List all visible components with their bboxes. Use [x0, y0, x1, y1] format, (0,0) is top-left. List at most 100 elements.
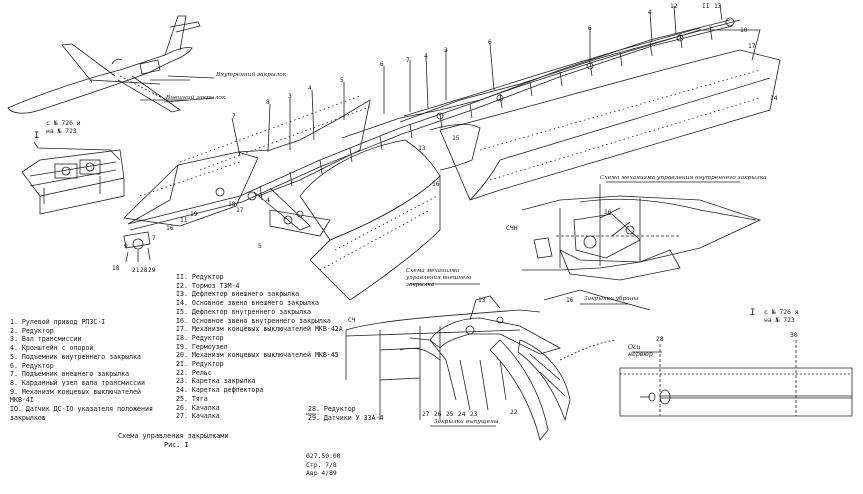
inner-flap-label: Внутренний закрылок [216, 72, 287, 78]
detail-ref-right: I [750, 308, 756, 318]
svg-text:16: 16 [604, 209, 612, 216]
svg-text:16: 16 [166, 225, 174, 232]
caption-inner-mechanism: Схема механизма управления внутреннего з… [600, 175, 767, 181]
legend-item: 20. Механизм концевых выключателей МКВ-4… [176, 351, 339, 360]
svg-text:21: 21 [132, 267, 140, 274]
outer-mechanism-section [521, 184, 762, 281]
svg-text:6: 6 [488, 39, 492, 46]
svg-text:6: 6 [588, 25, 592, 32]
svg-text:5: 5 [340, 77, 344, 84]
station-label: СЧН [506, 224, 518, 232]
outer-flap-label: Внешний закрылок [166, 95, 226, 101]
svg-text:14: 14 [770, 95, 778, 102]
caption-outer-mechanism: Схема механизма управления внешнего закр… [406, 268, 472, 288]
svg-text:13: 13 [418, 145, 426, 152]
figure-title: Схема управления закрылками Рис. I [118, 432, 229, 449]
svg-text:СЧ: СЧ [348, 317, 356, 324]
svg-text:II: II [702, 3, 710, 10]
svg-text:25: 25 [446, 411, 454, 418]
svg-text:3: 3 [444, 47, 448, 54]
aircraft-silhouette [7, 15, 201, 114]
svg-text:18: 18 [112, 265, 120, 272]
svg-text:13: 13 [714, 3, 722, 10]
legend-item: 24. Каретка дефлектора [176, 386, 264, 395]
legend-item: IO. Датчик ДС-IO указателя положения [10, 405, 153, 414]
rib-axis-detail [619, 340, 853, 417]
caption-flaps-down: Закрылки выпущены [434, 419, 499, 425]
svg-text:22: 22 [510, 409, 518, 416]
legend-item: I9. Гермоузел [176, 342, 228, 351]
svg-text:13: 13 [478, 297, 486, 304]
svg-text:19: 19 [190, 211, 198, 218]
serial-note-right-line1: с № 726 я [764, 308, 799, 316]
svg-text:6: 6 [380, 61, 384, 68]
legend-item: 26. Качалка [176, 403, 220, 412]
inset-detail-I [21, 141, 125, 215]
legend-item: I2. Тормоз ТЗМ-4 [176, 281, 240, 290]
svg-text:4: 4 [266, 197, 270, 204]
svg-text:18: 18 [228, 201, 236, 208]
svg-text:5: 5 [258, 243, 262, 250]
svg-text:26: 26 [434, 411, 442, 418]
doc-code: 027.50.00 [306, 452, 341, 460]
legend-left: 1. Рулевой привод РПЗС-I 2. Редуктор 3. … [10, 318, 153, 422]
legend-item: 1. Рулевой привод РПЗС-I [10, 318, 106, 326]
legend-right: 28. Редуктор 29. Датчики У ЗЗА-4 [308, 405, 383, 422]
rib-number-30: 30 [790, 331, 798, 339]
legend-item: II. Редуктор [176, 273, 224, 281]
legend-item: 27. Качалка [176, 412, 220, 421]
legend-item: I3. Дефлектор внешнего закрылка [176, 290, 300, 299]
svg-text:8: 8 [266, 99, 270, 106]
svg-text:4: 4 [424, 53, 428, 60]
legend-item: 5. Подъемник внутреннего закрылка [10, 352, 142, 361]
legend-item: 2I. Редуктор [176, 360, 224, 369]
legend-middle: II. Редуктор I2. Тормоз ТЗМ-4 I3. Дефлек… [176, 273, 343, 421]
svg-text:7: 7 [406, 57, 410, 64]
figure-title-line2: Рис. I [164, 440, 189, 449]
legend-item: 29. Датчики У ЗЗА-4 [308, 413, 384, 422]
legend-item: I4. Основное звено внешнего закрылка [176, 299, 319, 308]
legend-item: 8. Карданный узел вала трансмиссии [10, 378, 145, 387]
svg-text:28: 28 [140, 267, 148, 274]
figure-title-line1: Схема управления закрылками [118, 432, 229, 440]
serial-note-left-line1: с № 726 и [46, 119, 81, 127]
svg-text:17: 17 [236, 207, 244, 214]
flap-assembly [123, 5, 781, 301]
svg-text:7: 7 [152, 235, 156, 242]
legend-item: I7. Механизм концевых выключателей МКВ-4… [176, 325, 343, 334]
legend-item: 23. Каретка закрылка [176, 377, 256, 386]
rib-number-28: 28 [656, 335, 664, 343]
legend-item: 25. Тяга [176, 394, 208, 403]
legend-item: 4. Кронштейн с опорой [10, 344, 94, 353]
svg-text:10: 10 [740, 27, 748, 34]
svg-text:29: 29 [148, 267, 156, 274]
caption-flaps-up: Закрылки убраны [584, 296, 639, 302]
svg-text:9: 9 [124, 243, 128, 250]
serial-note-right-line2: на № 723 [764, 316, 795, 324]
legend-item: МКВ-4I [10, 396, 34, 405]
legend-item: 22. Рельс [176, 368, 212, 377]
legend-item: 7. Подъемник внешнего закрылка [10, 370, 130, 379]
detail-ref-left: I [34, 131, 40, 141]
svg-text:12: 12 [670, 3, 678, 10]
doc-revision: Авр 4/89 [306, 469, 337, 478]
svg-text:24: 24 [458, 411, 466, 418]
legend-item: 2. Редуктор [10, 326, 54, 335]
legend-item: 28. Редуктор [308, 405, 356, 413]
svg-text:11: 11 [180, 217, 188, 224]
svg-text:3: 3 [288, 93, 292, 100]
svg-text:16: 16 [566, 297, 574, 304]
legend-item: 6. Редуктор [10, 361, 54, 370]
legend-item: I5. Дефлектор внутреннего закрылка [176, 307, 311, 316]
doc-page: Стр. 7/8 [306, 460, 337, 469]
svg-text:23: 23 [470, 411, 478, 418]
inner-mechanism-section [345, 289, 651, 441]
svg-text:17: 17 [748, 43, 756, 50]
doc-footer: 027.50.00 Стр. 7/8 Авр 4/89 [306, 452, 341, 478]
svg-text:4: 4 [308, 85, 312, 92]
serial-note-left-line2: на № 723 [46, 127, 77, 135]
legend-item: I8. Редуктор [176, 333, 224, 342]
svg-text:16: 16 [432, 181, 440, 188]
